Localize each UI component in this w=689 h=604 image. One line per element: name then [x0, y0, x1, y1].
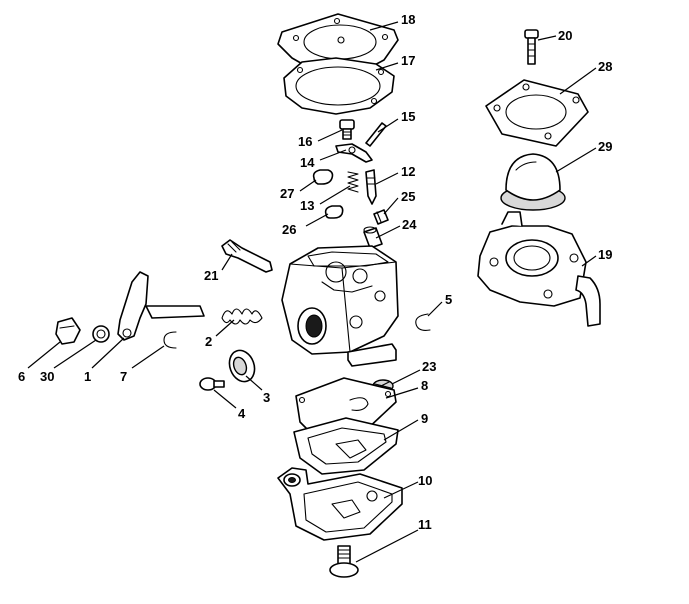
callout-25: 25 — [401, 189, 415, 204]
callout-9: 9 — [421, 411, 428, 426]
part-28-flange — [485, 79, 589, 147]
callout-20: 20 — [558, 28, 572, 43]
part-25-set-screw — [373, 209, 389, 225]
callout-17: 17 — [401, 53, 415, 68]
callout-30: 30 — [40, 369, 54, 384]
callout-15: 15 — [401, 109, 415, 124]
callout-27: 27 — [280, 186, 294, 201]
callout-18: 18 — [401, 12, 415, 27]
callout-6: 6 — [18, 369, 25, 384]
part-19-pump-housing — [477, 211, 601, 327]
callout-26: 26 — [282, 222, 296, 237]
callout-1: 1 — [84, 369, 91, 384]
part-16-screw — [339, 119, 355, 140]
callout-12: 12 — [401, 164, 415, 179]
part-20-screw — [524, 29, 539, 65]
callout-21: 21 — [204, 268, 218, 283]
part-13-spring — [347, 171, 359, 193]
carburetor-body — [281, 245, 399, 367]
part-15-pin — [365, 122, 387, 147]
part-4-screw — [199, 377, 225, 391]
part-7-clip — [163, 331, 177, 349]
callout-28: 28 — [598, 59, 612, 74]
callout-19: 19 — [598, 247, 612, 262]
callout-10: 10 — [418, 473, 432, 488]
part-2-spring — [221, 308, 263, 325]
callout-29: 29 — [598, 139, 612, 154]
callout-5: 5 — [445, 292, 452, 307]
part-24-bushing — [363, 226, 383, 249]
callout-13: 13 — [300, 198, 314, 213]
callout-2: 2 — [205, 334, 212, 349]
part-5-clip — [415, 313, 431, 331]
part-14-lever — [335, 143, 373, 163]
callout-4: 4 — [238, 406, 246, 421]
part-30-washer — [92, 325, 110, 343]
part-29-primer-bulb — [500, 153, 566, 211]
callout-16: 16 — [298, 134, 312, 149]
callout-24: 24 — [402, 217, 417, 232]
part-26-plug — [324, 205, 344, 219]
part-21-shaft — [221, 239, 273, 273]
callout-3: 3 — [263, 390, 270, 405]
part-27-plug — [312, 169, 334, 185]
part-6-nipple — [55, 317, 81, 345]
callout-7: 7 — [120, 369, 127, 384]
callout-14: 14 — [300, 155, 315, 170]
part-10-cover — [277, 467, 403, 541]
part-9-gasket — [293, 417, 399, 475]
leader-lines — [27, 21, 597, 563]
part-1-throttle-lever — [117, 271, 205, 341]
callout-labels: 18 17 15 16 14 12 27 13 25 26 24 21 5 2 … — [18, 12, 612, 532]
callout-23: 23 — [422, 359, 436, 374]
part-17-gasket — [283, 57, 395, 115]
callout-11: 11 — [418, 517, 432, 532]
part-11-screw — [329, 545, 359, 578]
part-12-inlet-needle — [365, 169, 377, 205]
part-3-cap — [228, 349, 256, 383]
callout-8: 8 — [421, 378, 428, 393]
